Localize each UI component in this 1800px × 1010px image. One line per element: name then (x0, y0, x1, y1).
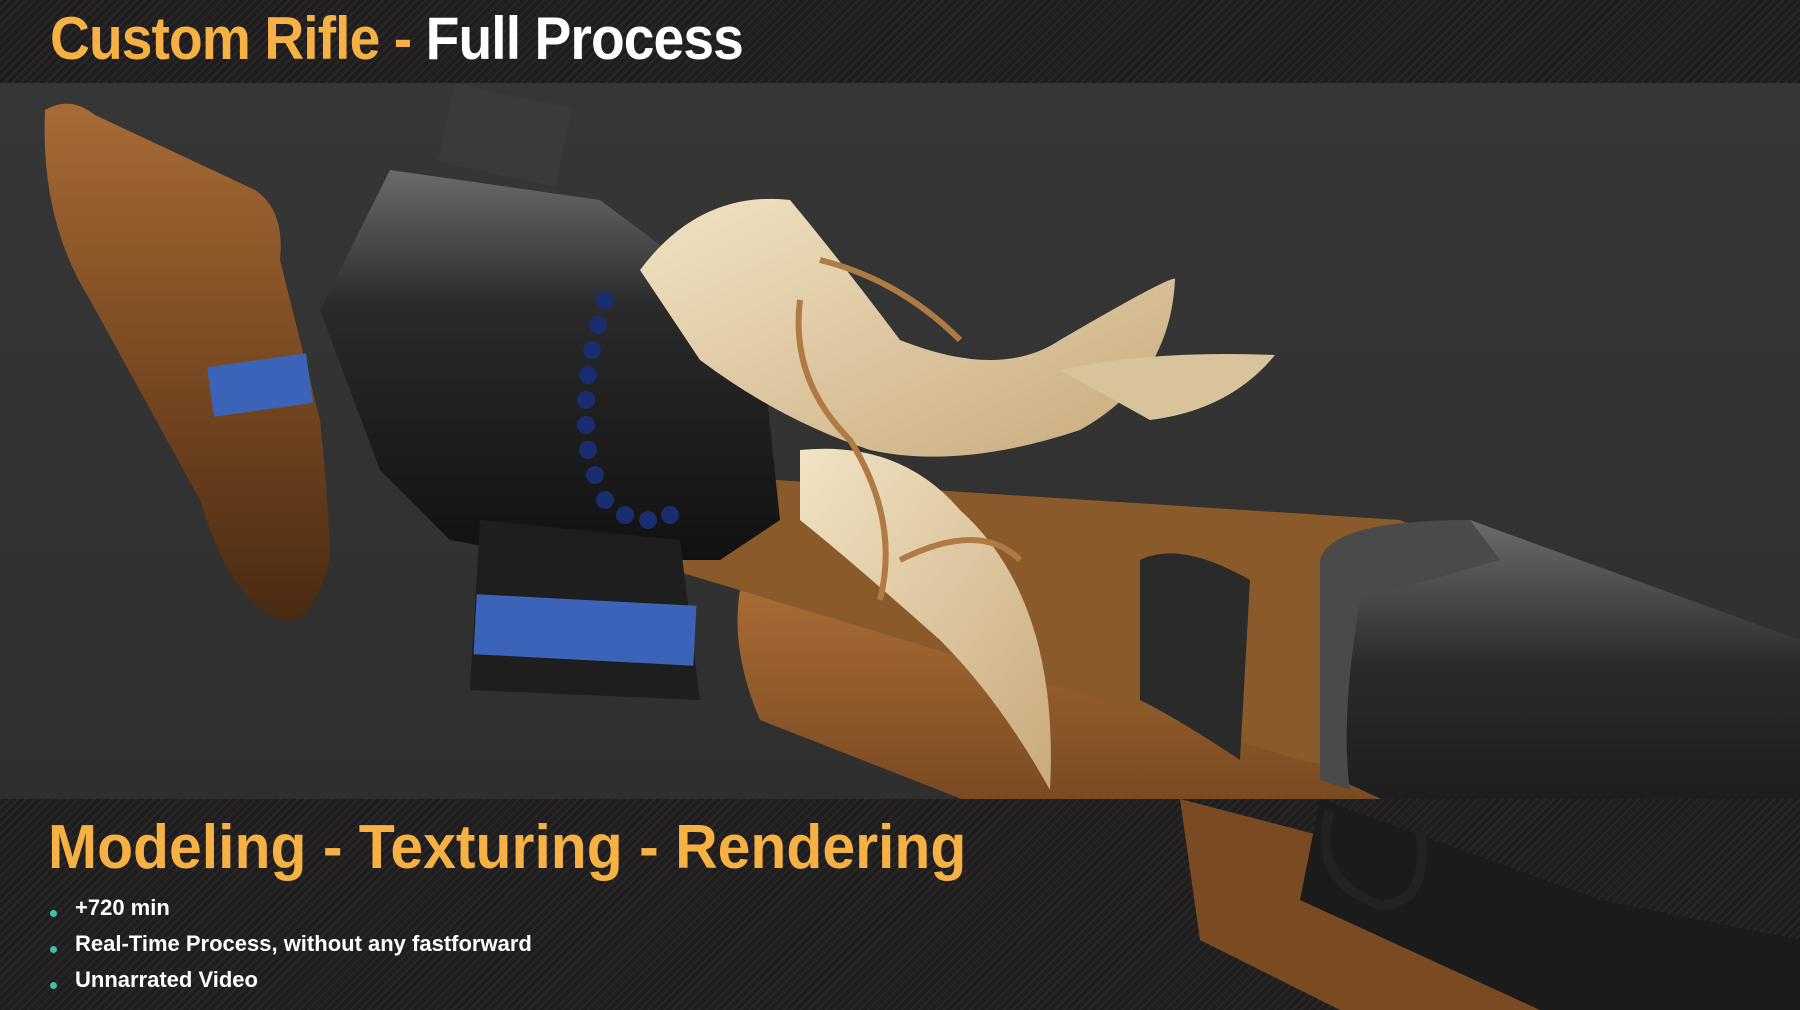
bone-horn-small (1060, 354, 1275, 420)
title-main: Full Process (425, 5, 744, 72)
bone-horn-top (640, 198, 1176, 457)
barrel-clamp (1140, 553, 1250, 760)
blue-beads (577, 291, 679, 529)
feature-text: Real-Time Process, without any fastforwa… (75, 931, 532, 956)
bullet-dot-icon (50, 981, 57, 989)
barrel-band (1320, 520, 1500, 790)
feature-text: Unnarrated Video (75, 967, 258, 992)
rifle-stock (44, 103, 331, 622)
magazine-blue-tape (473, 594, 697, 666)
feature-text: +720 min (75, 895, 170, 920)
bone-horn-lower (800, 448, 1051, 790)
feature-item: +720 min (50, 890, 532, 926)
page-title: Custom Rifle - Full Process (50, 4, 744, 73)
bullet-dot-icon (50, 909, 57, 917)
rope (795, 257, 1023, 601)
bullet-dot-icon (50, 945, 57, 953)
subtitle: Modeling - Texturing - Rendering (48, 813, 967, 882)
rear-sight (437, 83, 573, 187)
stock-blue-tape (207, 353, 313, 417)
title-bar: Custom Rifle - Full Process (0, 0, 1800, 83)
feature-item: Real-Time Process, without any fastforwa… (50, 926, 532, 962)
feature-item: Unnarrated Video (50, 962, 532, 998)
title-accent: Custom Rifle - (50, 5, 412, 72)
feature-list: +720 min Real-Time Process, without any … (50, 890, 532, 998)
